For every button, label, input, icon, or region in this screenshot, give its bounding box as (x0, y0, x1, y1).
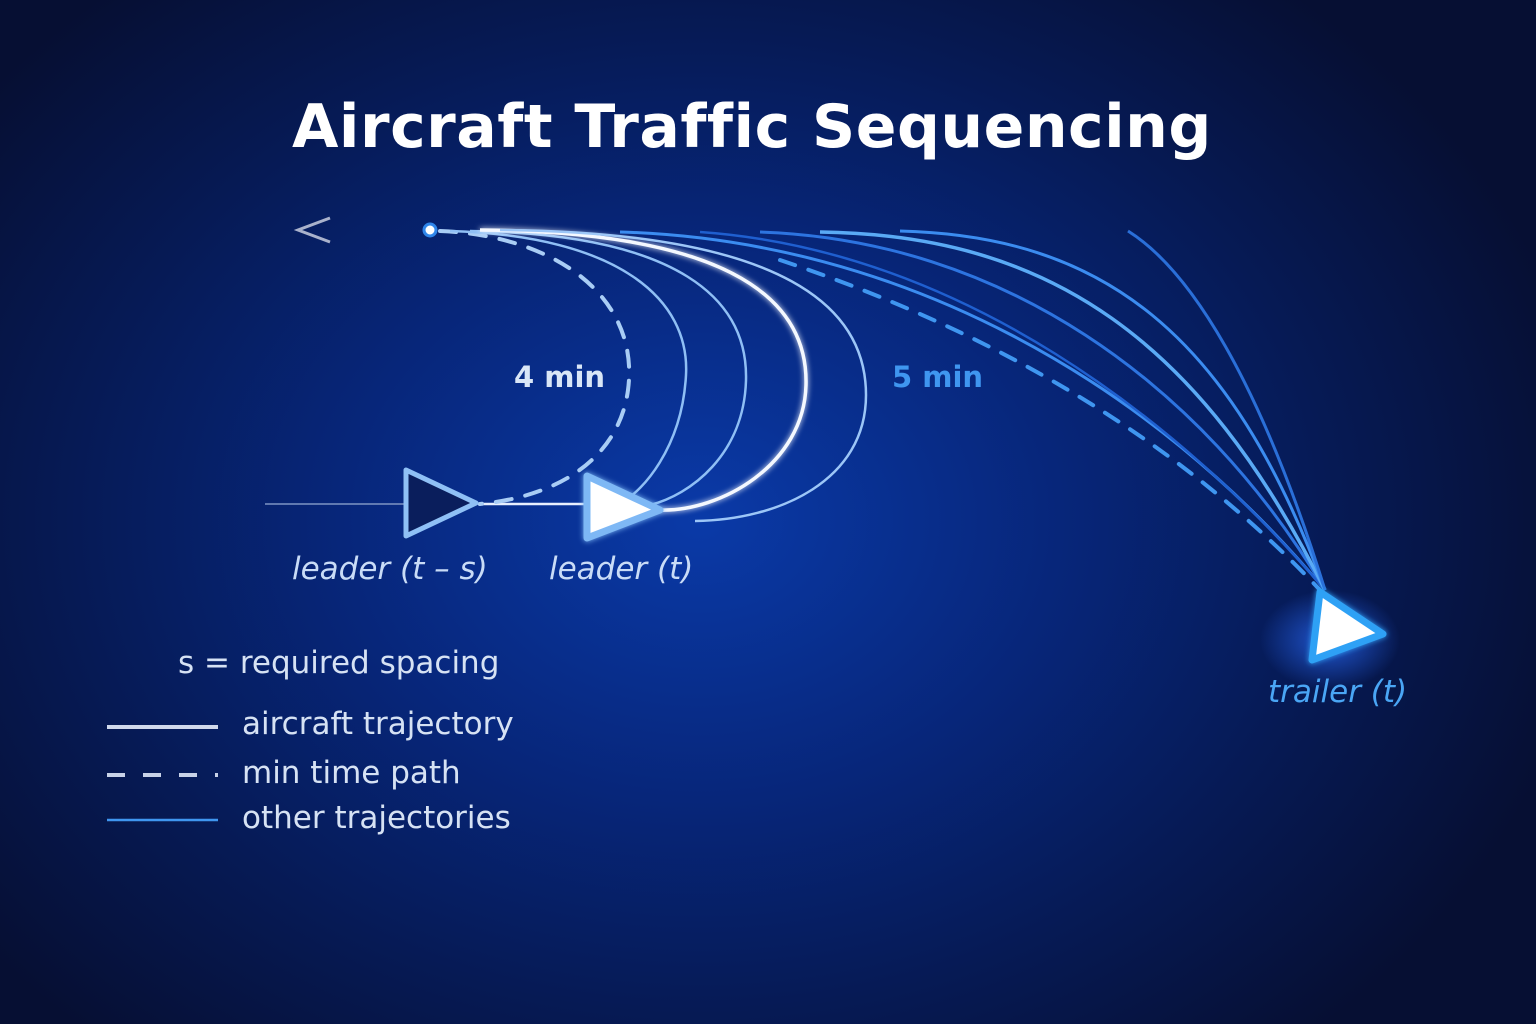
other-trajectory (899, 229, 1327, 591)
other-trajectory (469, 229, 748, 507)
other-trajectory (819, 230, 1327, 591)
legend-item-min-time-path: min time path (242, 755, 461, 791)
leader-trajectories (438, 228, 868, 523)
leader-aircraft-icon (583, 472, 664, 542)
min-time-label: 4 min (514, 360, 606, 394)
trailer-label: trailer (t) (1268, 674, 1408, 710)
legend-definition: s = required spacing (178, 645, 500, 681)
legend-item-other-trajectories: other trajectories (242, 800, 511, 836)
min-time-path-leader (438, 229, 632, 506)
merge-point-marker (422, 222, 438, 238)
legend-label: min time path (242, 755, 461, 791)
diagram-title: Aircraft Traffic Sequencing (292, 92, 1212, 162)
trailer-aircraft-icon (1308, 588, 1387, 664)
leader-prev-label: leader (t – s) (292, 551, 488, 587)
legend-label: aircraft trajectory (242, 706, 514, 742)
trailer-trajectories (619, 229, 1327, 592)
aircraft-trajectory (479, 228, 808, 512)
other-trajectory (759, 230, 1327, 591)
other-trajectory (699, 230, 1326, 591)
other-trajectory (449, 229, 688, 502)
other-trajectory (1127, 229, 1327, 591)
legend-item-aircraft-trajectory: aircraft trajectory (242, 706, 514, 742)
arrow-left-icon (293, 216, 331, 244)
final-approach-route (293, 216, 1310, 244)
leader-now-label: leader (t) (549, 551, 694, 587)
min-time-path-trailer (778, 258, 1322, 592)
other-trajectory (619, 230, 1327, 591)
max-time-label: 5 min (892, 360, 984, 394)
leader-prev-aircraft-icon (403, 467, 479, 539)
other-trajectory (499, 228, 868, 523)
legend-label: other trajectories (242, 800, 511, 836)
